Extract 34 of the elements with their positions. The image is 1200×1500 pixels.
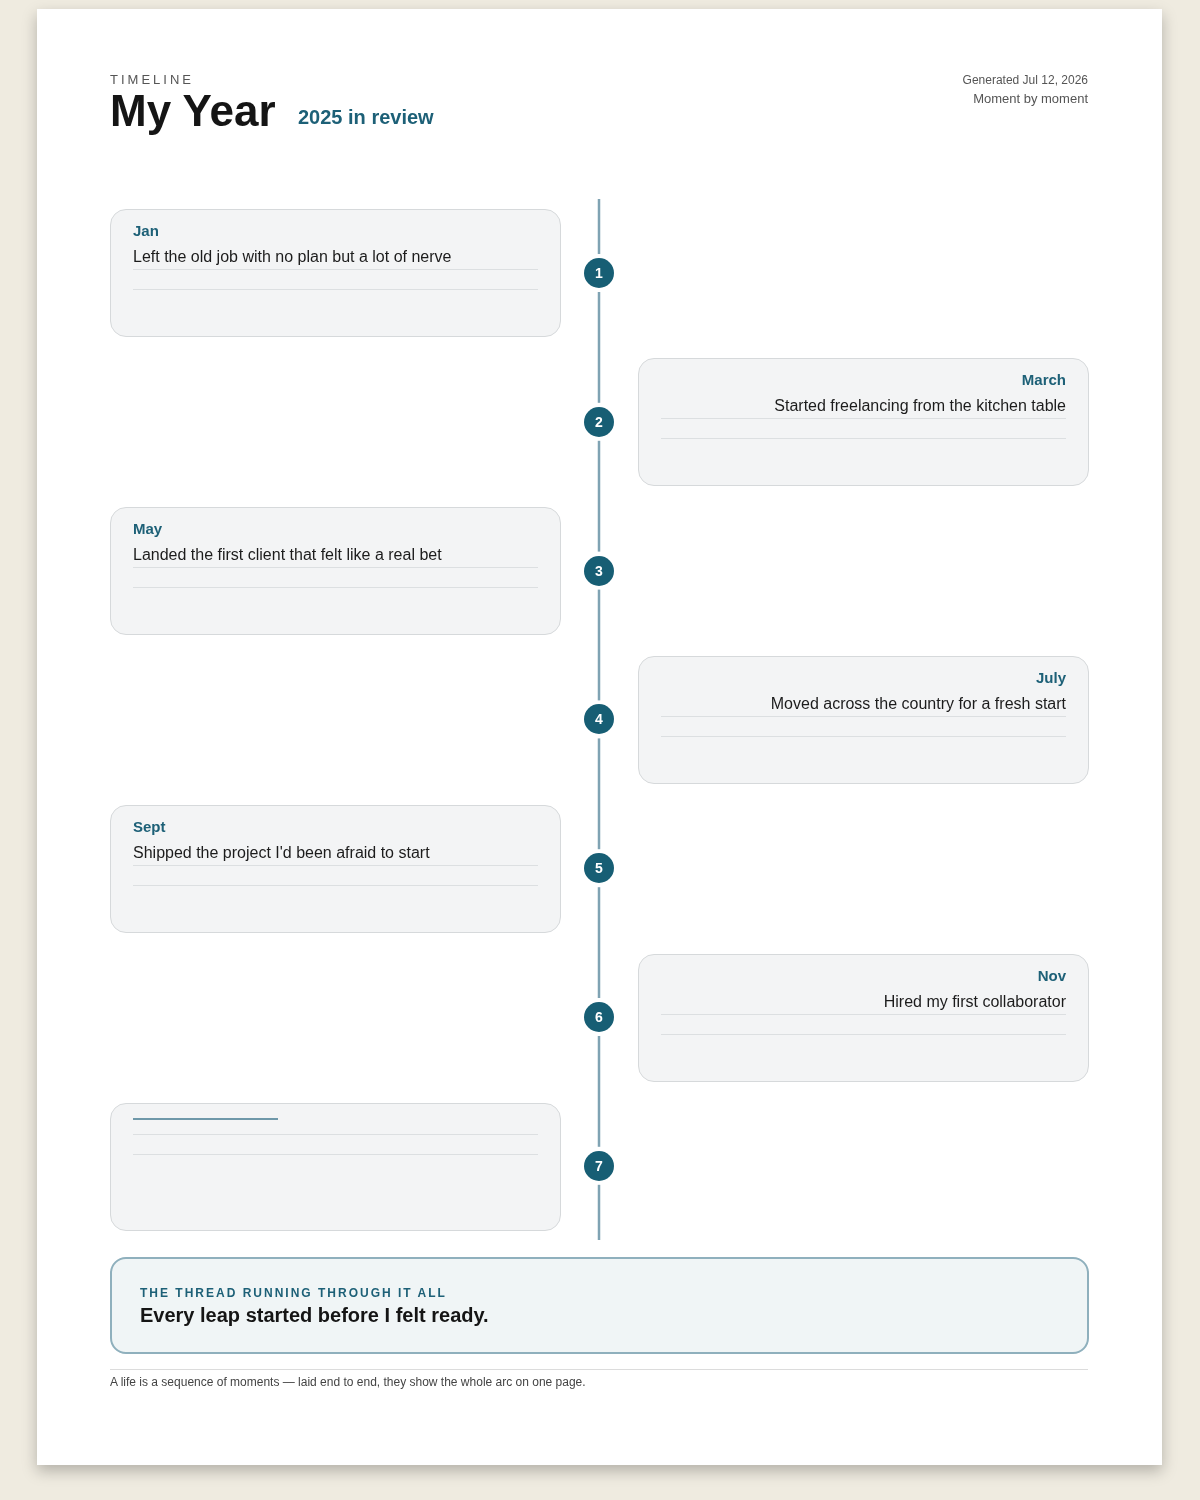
event-text: Left the old job with no plan but a lot of nerve — [133, 248, 453, 266]
timeline-spine — [597, 292, 601, 403]
event-text: Landed the first client that felt like a real bet — [133, 546, 443, 564]
timeline-spine — [597, 738, 601, 850]
event-card — [638, 358, 1089, 486]
event-card — [110, 507, 561, 635]
timeline-spine — [597, 589, 601, 701]
timeline-spine — [597, 440, 601, 552]
panel-heading: THE THREAD RUNNING THROUGH IT ALL — [140, 1286, 447, 1300]
event-text: Started freelancing from the kitchen table — [773, 397, 1066, 415]
event-text: Shipped the project I'd been afraid to start — [133, 844, 431, 862]
summary-panel — [110, 1257, 1089, 1354]
month-label: July — [1035, 669, 1066, 686]
event-card — [110, 1103, 561, 1231]
kicker-text: TIMELINE — [110, 72, 194, 87]
footer-caption: A life is a sequence of moments — laid end to end, they show the whole arc on one page. — [110, 1375, 586, 1389]
month-label: March — [1020, 371, 1066, 388]
panel-statement: Every leap started before I felt ready. — [140, 1304, 489, 1327]
event-card — [110, 805, 561, 933]
month-label: May — [133, 520, 164, 537]
month-label: Jan — [133, 222, 160, 239]
event-text: Hired my first collaborator — [882, 993, 1066, 1011]
subtitle-text: 2025 in review — [298, 106, 434, 129]
generated-date-text: Generated Jul 12, 2026 — [962, 73, 1088, 87]
tagline-text: Moment by moment — [973, 91, 1088, 106]
timeline-spine — [597, 887, 601, 998]
event-card — [638, 954, 1089, 1082]
timeline-spine — [597, 1036, 601, 1147]
month-label: Sept — [133, 818, 167, 835]
title: My Year — [110, 86, 276, 136]
event-card — [638, 656, 1089, 784]
event-text: Moved across the country for a fresh start — [769, 695, 1066, 713]
month-label: Nov — [1036, 967, 1066, 984]
event-card — [110, 209, 561, 337]
